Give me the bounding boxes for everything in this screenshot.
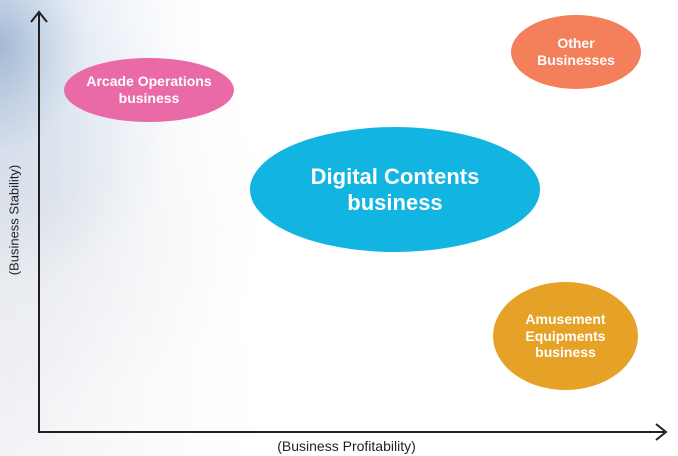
other-businesses-bubble: Other Businesses	[511, 15, 641, 89]
digital-contents-bubble: Digital Contents business	[250, 127, 540, 252]
y-axis-arrow	[30, 10, 48, 23]
x-axis-arrow	[655, 423, 668, 441]
bubble-label-line: business	[118, 90, 180, 106]
bubble-label-line: Businesses	[537, 52, 615, 68]
bubble-label-line: Other	[557, 35, 595, 52]
arcade-operations-bubble: Arcade Operations business	[64, 58, 234, 122]
y-axis-label: (Business Stability)	[6, 164, 22, 276]
bubble-label-line: Digital Contents	[310, 164, 480, 190]
x-axis-label: (Business Profitability)	[277, 438, 416, 454]
bubble-label-line: Equipments	[525, 327, 606, 344]
amusement-equipments-bubble: Amusement Equipments business	[493, 282, 638, 390]
bubble-label-line: business	[347, 189, 443, 215]
bubble-label-line: Amusement	[525, 310, 606, 327]
bubble-label-line: Arcade Operations	[86, 73, 212, 90]
bubble-label-line: business	[535, 344, 596, 361]
